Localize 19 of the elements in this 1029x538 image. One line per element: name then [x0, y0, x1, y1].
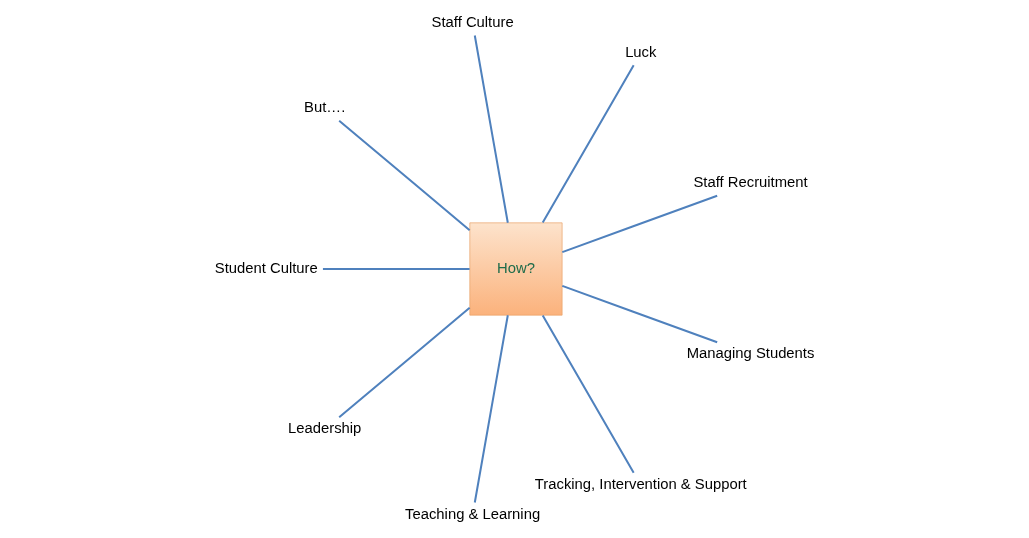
node-text: But….: [304, 99, 346, 116]
node-text: Managing Students: [686, 345, 815, 362]
connector: [322, 268, 470, 270]
connector: [541, 314, 635, 474]
connector: [561, 194, 718, 254]
connector: [473, 315, 509, 503]
node-text: Student Culture: [214, 259, 318, 276]
connector: [561, 284, 718, 344]
connector: [338, 119, 471, 231]
node-text: Tracking, Intervention & Support: [534, 475, 747, 492]
connector: [338, 307, 471, 419]
node-text: Luck: [625, 43, 657, 60]
node-text: Staff Culture: [431, 13, 514, 30]
connector: [541, 64, 635, 224]
node-text: Teaching & Learning: [405, 505, 541, 522]
node-text: Leadership: [288, 420, 362, 437]
node-text: Staff Recruitment: [693, 174, 808, 191]
connector: [473, 35, 509, 223]
node-box: How?: [469, 222, 563, 316]
